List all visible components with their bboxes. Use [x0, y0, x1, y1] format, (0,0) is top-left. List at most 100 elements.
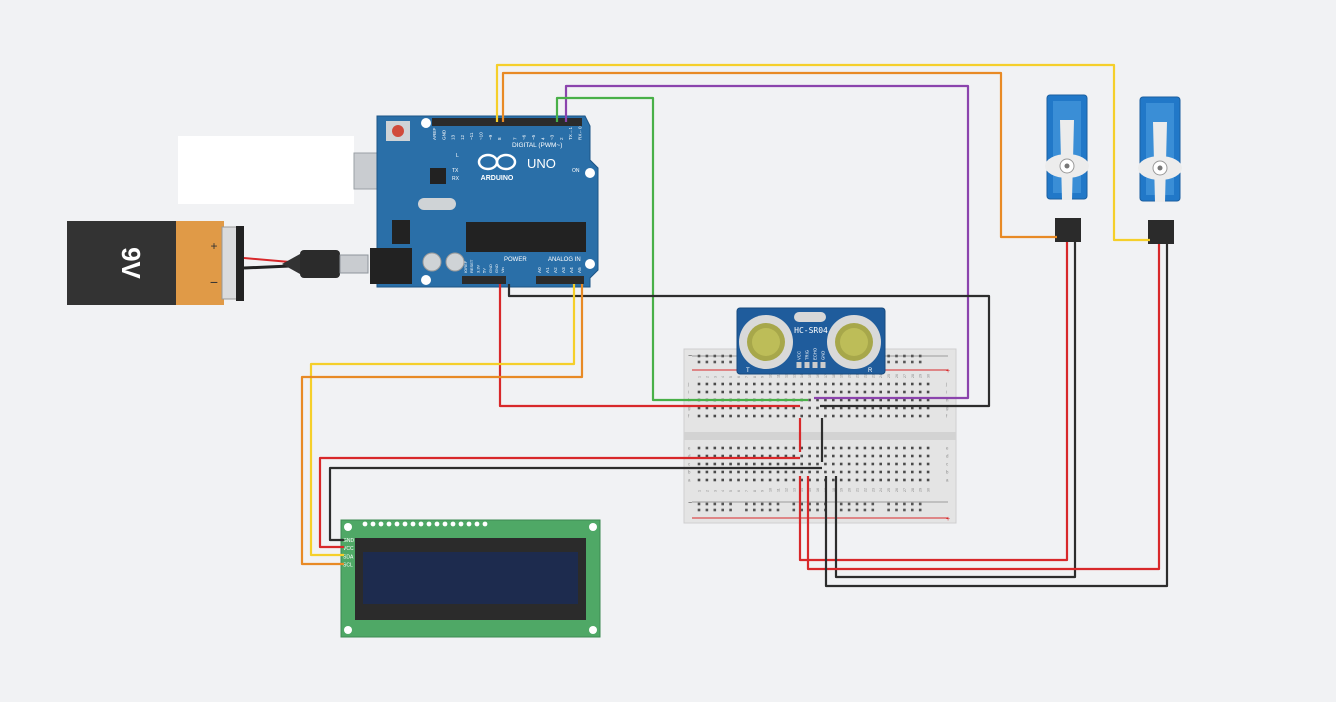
breadboard-hole[interactable] [792, 470, 796, 474]
breadboard-hole[interactable] [713, 502, 717, 506]
breadboard-hole[interactable] [903, 406, 906, 410]
breadboard-hole[interactable] [705, 470, 709, 474]
arduino-uno[interactable]: ARDUINO UNO DIGITAL (PWM~) POWER ANALOG … [370, 115, 599, 288]
breadboard-hole[interactable] [697, 414, 701, 418]
wire-yellow-lcd-sda[interactable] [309, 284, 576, 557]
breadboard-hole[interactable] [871, 508, 875, 512]
breadboard-hole[interactable] [847, 406, 851, 410]
breadboard-hole[interactable] [911, 478, 914, 482]
breadboard-hole[interactable] [895, 508, 898, 512]
breadboard-hole[interactable] [768, 478, 772, 482]
breadboard-hole[interactable] [926, 454, 930, 458]
breadboard-hole[interactable] [768, 446, 772, 450]
breadboard-hole[interactable] [713, 354, 717, 358]
breadboard-hole[interactable] [721, 414, 724, 418]
breadboard-hole[interactable] [887, 382, 890, 386]
breadboard-hole[interactable] [721, 446, 724, 450]
breadboard-hole[interactable] [871, 406, 875, 410]
breadboard-hole[interactable] [855, 398, 859, 402]
breadboard-hole[interactable] [721, 508, 724, 512]
breadboard-hole[interactable] [863, 446, 867, 450]
breadboard-hole[interactable] [792, 446, 796, 450]
breadboard-hole[interactable] [776, 478, 780, 482]
breadboard-hole[interactable] [895, 360, 898, 364]
breadboard-hole[interactable] [847, 414, 851, 418]
breadboard-hole[interactable] [800, 406, 803, 410]
breadboard-hole[interactable] [832, 414, 835, 418]
breadboard-hole[interactable] [768, 390, 772, 394]
breadboard-hole[interactable] [816, 454, 819, 458]
breadboard-hole[interactable] [847, 398, 851, 402]
breadboard-hole[interactable] [832, 446, 835, 450]
breadboard-hole[interactable] [808, 454, 811, 458]
breadboard-hole[interactable] [745, 508, 748, 512]
breadboard-hole[interactable] [839, 414, 843, 418]
breadboard-hole[interactable] [784, 462, 788, 466]
breadboard-hole[interactable] [926, 462, 930, 466]
breadboard-hole[interactable] [729, 462, 732, 466]
breadboard-hole[interactable] [895, 414, 898, 418]
breadboard-hole[interactable] [816, 398, 819, 402]
breadboard-hole[interactable] [745, 502, 748, 506]
breadboard-hole[interactable] [903, 508, 906, 512]
servo-1[interactable] [1045, 94, 1089, 242]
breadboard-hole[interactable] [816, 406, 819, 410]
breadboard-hole[interactable] [705, 382, 709, 386]
breadboard-hole[interactable] [863, 478, 867, 482]
breadboard-hole[interactable] [911, 360, 914, 364]
breadboard-hole[interactable] [832, 390, 835, 394]
breadboard-hole[interactable] [871, 390, 875, 394]
breadboard-hole[interactable] [721, 454, 724, 458]
breadboard-hole[interactable] [839, 382, 843, 386]
breadboard-hole[interactable] [776, 508, 780, 512]
breadboard-hole[interactable] [713, 382, 717, 386]
breadboard-hole[interactable] [745, 382, 748, 386]
breadboard-hole[interactable] [903, 390, 906, 394]
breadboard-hole[interactable] [792, 462, 796, 466]
breadboard-hole[interactable] [784, 414, 788, 418]
breadboard-hole[interactable] [847, 390, 851, 394]
breadboard-hole[interactable] [697, 406, 701, 410]
breadboard-hole[interactable] [705, 462, 709, 466]
breadboard-hole[interactable] [705, 502, 709, 506]
breadboard-hole[interactable] [745, 478, 748, 482]
breadboard-hole[interactable] [887, 446, 890, 450]
breadboard-hole[interactable] [768, 406, 772, 410]
breadboard-hole[interactable] [839, 502, 843, 506]
breadboard-hole[interactable] [768, 508, 772, 512]
breadboard-hole[interactable] [760, 446, 764, 450]
breadboard-hole[interactable] [871, 446, 875, 450]
breadboard-hole[interactable] [784, 446, 788, 450]
breadboard-hole[interactable] [713, 470, 717, 474]
breadboard-hole[interactable] [697, 470, 701, 474]
breadboard-hole[interactable] [776, 454, 780, 458]
breadboard-hole[interactable] [713, 478, 717, 482]
breadboard-hole[interactable] [918, 414, 922, 418]
breadboard-hole[interactable] [903, 354, 906, 358]
breadboard-hole[interactable] [768, 462, 772, 466]
breadboard-hole[interactable] [721, 478, 724, 482]
breadboard-hole[interactable] [911, 354, 914, 358]
breadboard-hole[interactable] [776, 382, 780, 386]
breadboard-hole[interactable] [887, 360, 890, 364]
breadboard-hole[interactable] [903, 446, 906, 450]
breadboard-hole[interactable] [855, 454, 859, 458]
breadboard-hole[interactable] [926, 382, 930, 386]
breadboard-hole[interactable] [697, 508, 701, 512]
breadboard-hole[interactable] [879, 414, 882, 418]
breadboard-hole[interactable] [918, 354, 922, 358]
breadboard-hole[interactable] [926, 390, 930, 394]
breadboard-hole[interactable] [816, 462, 819, 466]
breadboard-hole[interactable] [760, 470, 764, 474]
breadboard-hole[interactable] [697, 502, 701, 506]
breadboard-hole[interactable] [926, 398, 930, 402]
breadboard-hole[interactable] [855, 406, 859, 410]
breadboard-hole[interactable] [792, 508, 796, 512]
breadboard-hole[interactable] [745, 414, 748, 418]
breadboard-hole[interactable] [792, 502, 796, 506]
breadboard-hole[interactable] [911, 406, 914, 410]
breadboard-hole[interactable] [808, 382, 811, 386]
breadboard-hole[interactable] [729, 382, 732, 386]
breadboard-hole[interactable] [855, 508, 859, 512]
